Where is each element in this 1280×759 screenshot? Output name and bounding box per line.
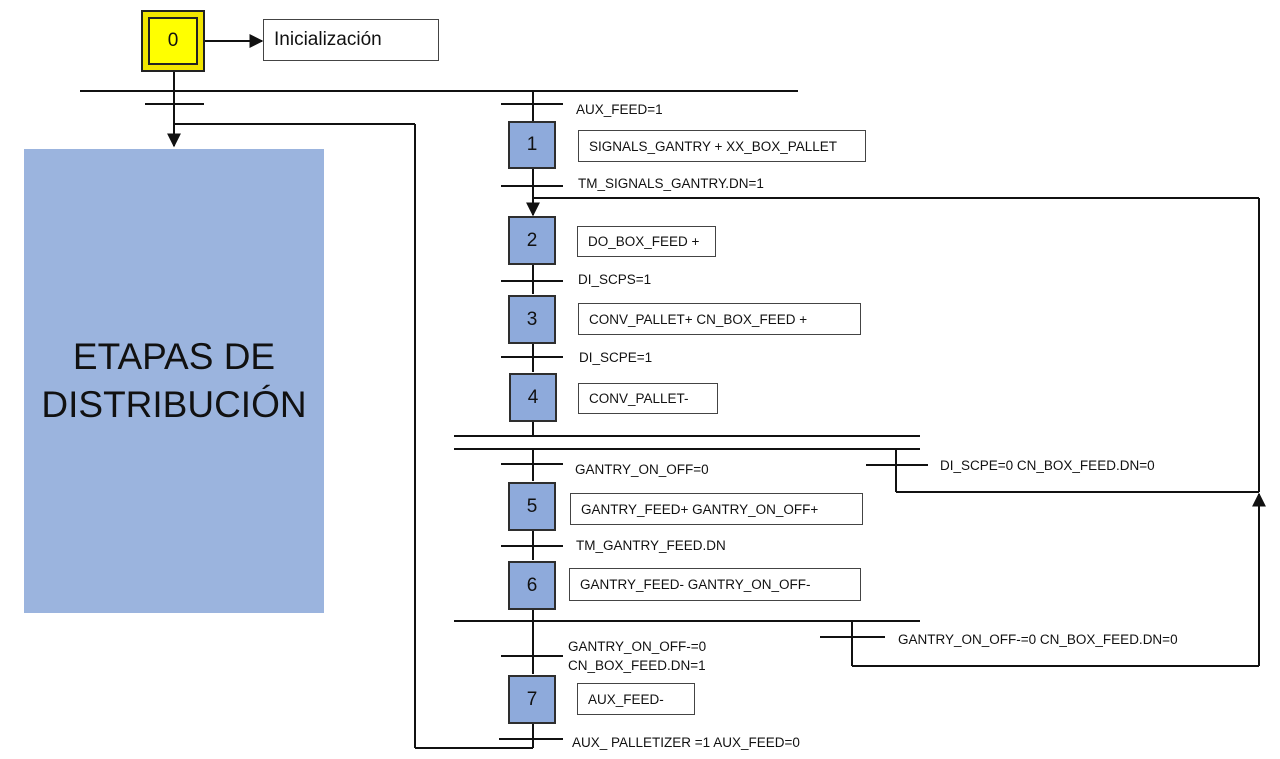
step-1: 1 — [508, 121, 556, 169]
transition-label-gantry-on-off: GANTRY_ON_OFF=0 — [575, 462, 709, 477]
step-4-action: CONV_PALLET- — [578, 383, 718, 414]
transition-label-loop2: GANTRY_ON_OFF-=0 CN_BOX_FEED.DN=0 — [898, 632, 1178, 647]
transition-label-scpe-loop: DI_SCPE=0 CN_BOX_FEED.DN=0 — [940, 458, 1155, 473]
transition-label-end: AUX_ PALLETIZER =1 AUX_FEED=0 — [572, 735, 800, 750]
transition-label-gantry-off-1: GANTRY_ON_OFF-=0 — [568, 639, 707, 654]
distribution-macro-block: ETAPAS DE DISTRIBUCIÓN — [24, 149, 324, 613]
step-6: 6 — [508, 561, 556, 610]
macro-block-line1: ETAPAS DE — [72, 336, 276, 377]
initial-action: Inicialización — [263, 19, 439, 61]
transition-label-tm-gantry-feed: TM_GANTRY_FEED.DN — [576, 538, 726, 553]
step-7-action: AUX_FEED- — [577, 683, 695, 715]
step-6-action: GANTRY_FEED- GANTRY_ON_OFF- — [569, 568, 861, 601]
step-3-action: CONV_PALLET+ CN_BOX_FEED + — [578, 303, 861, 335]
transition-label-tm-signals: TM_SIGNALS_GANTRY.DN=1 — [578, 176, 764, 191]
transition-label-di-scpe: DI_SCPE=1 — [579, 350, 653, 365]
macro-block-line2: DISTRIBUCIÓN — [41, 384, 307, 425]
step-3: 3 — [508, 295, 556, 344]
step-5: 5 — [508, 482, 556, 531]
initial-step-number: 0 — [148, 17, 198, 65]
transition-label-di-scps: DI_SCPS=1 — [578, 272, 652, 287]
step-5-action: GANTRY_FEED+ GANTRY_ON_OFF+ — [570, 493, 863, 525]
initial-step: 0 — [141, 10, 205, 72]
step-2-action: DO_BOX_FEED + — [577, 226, 716, 257]
transition-label-gantry-off-2: CN_BOX_FEED.DN=1 — [568, 658, 706, 673]
step-7: 7 — [508, 675, 556, 724]
step-2: 2 — [508, 216, 556, 265]
step-4: 4 — [509, 373, 557, 422]
transition-label-aux-feed: AUX_FEED=1 — [576, 102, 663, 117]
step-1-action: SIGNALS_GANTRY + XX_BOX_PALLET — [578, 130, 866, 162]
